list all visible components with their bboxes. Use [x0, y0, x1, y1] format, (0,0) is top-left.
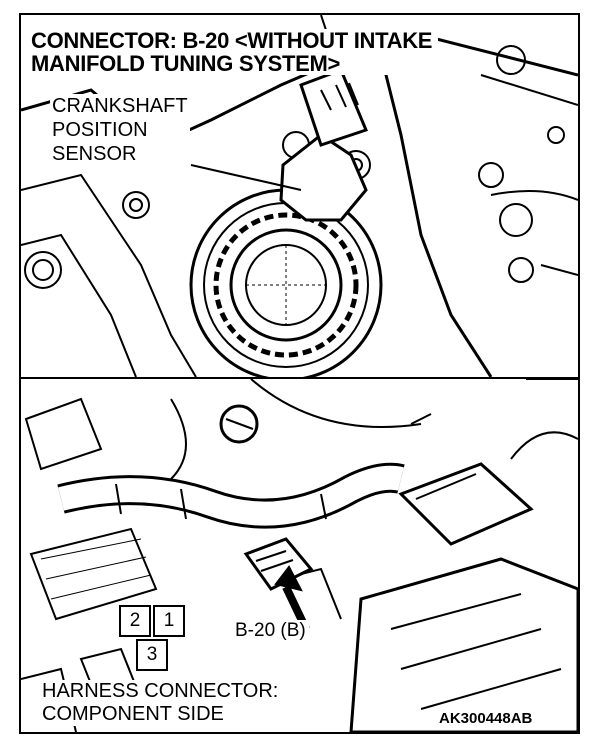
engine-bay-illustration	[21, 379, 578, 732]
connector-pin: 1	[153, 605, 185, 637]
figure-code: AK300448AB	[437, 710, 535, 727]
connector-id-label: B-20 (B)	[232, 620, 309, 642]
crankshaft-sensor-label: CRANKSHAFT POSITION SENSOR	[50, 94, 190, 166]
connector-pin: 3	[136, 639, 168, 671]
page-title: CONNECTOR: B-20 <WITHOUT INTAKE MANIFOLD…	[31, 29, 439, 75]
bottom-illustration-panel	[21, 379, 578, 732]
top-illustration-panel	[21, 15, 578, 379]
connector-pin: 2	[119, 605, 151, 637]
harness-connector-label: HARNESS CONNECTOR: COMPONENT SIDE	[40, 680, 281, 726]
diagram-frame: CONNECTOR: B-20 <WITHOUT INTAKE MANIFOLD…	[19, 13, 580, 734]
